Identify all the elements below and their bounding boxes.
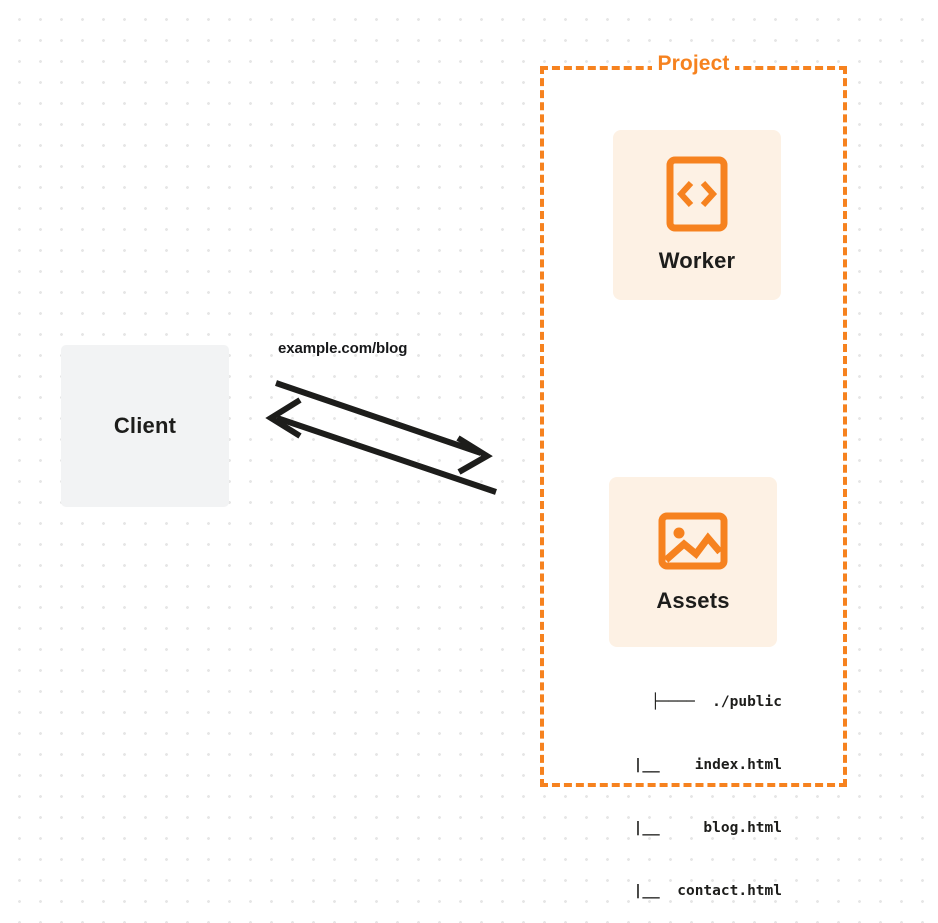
client-node: Client xyxy=(61,345,229,507)
project-title-text: Project xyxy=(651,52,736,75)
client-label: Client xyxy=(113,413,177,438)
code-brackets-icon xyxy=(666,156,728,232)
image-picture-icon xyxy=(658,510,728,572)
request-arrow xyxy=(275,380,493,475)
connection-label: example.com/blog xyxy=(278,340,408,357)
file-tree-line: |__ index.html xyxy=(616,757,782,773)
assets-file-tree: ├──── ./public |__ index.html |__ blog.h… xyxy=(560,650,782,923)
project-title: Project xyxy=(540,52,847,76)
assets-label: Assets xyxy=(656,588,730,613)
file-tree-line: |__ blog.html xyxy=(616,820,782,836)
worker-label: Worker xyxy=(658,248,736,273)
file-tree-line: ├──── ./public xyxy=(651,694,782,710)
file-tree-line: |__ contact.html xyxy=(616,883,782,899)
response-arrow xyxy=(265,397,497,495)
worker-card[interactable]: Worker xyxy=(613,130,781,300)
assets-card[interactable]: Assets xyxy=(609,477,777,647)
